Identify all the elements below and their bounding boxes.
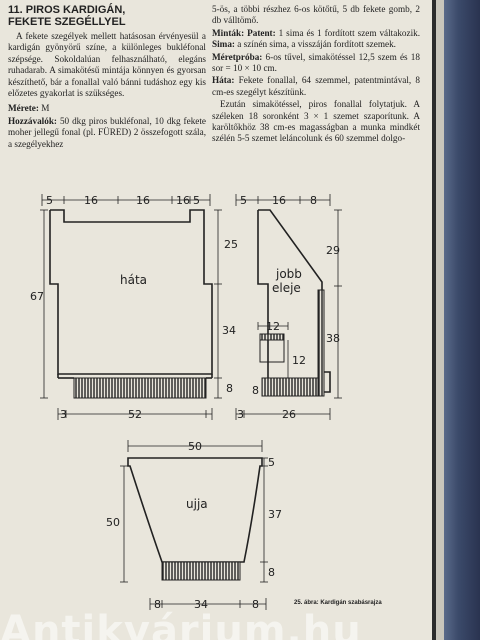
front-outline	[257, 209, 331, 393]
front-rib-band	[261, 377, 319, 397]
svg-text:34: 34	[222, 324, 236, 337]
sima-value: a színén sima, a visszáján fordított sze…	[237, 39, 396, 50]
gauge-value: 6-os tűvel, simakötéssel 12,5 szem és 18…	[212, 51, 420, 74]
left-column: 11. PIROS KARDIGÁN, FEKETE SZEGÉLLYEL A …	[8, 4, 206, 151]
svg-text:8: 8	[310, 194, 317, 207]
svg-text:25: 25	[224, 238, 238, 251]
book-cover-edge	[444, 0, 480, 640]
sleeve-label: ujja	[186, 497, 208, 511]
right-column: 5-ös, a többi részhez 6-os kötőtű, 5 db …	[212, 4, 420, 146]
back-paragraph-2: Ezután simakötéssel, piros fonallal foly…	[212, 99, 420, 144]
front-side-rib	[317, 289, 325, 397]
back-outline	[49, 209, 213, 375]
sleeve-side-dimensions: 5 37 8	[260, 456, 282, 583]
svg-text:5: 5	[46, 194, 53, 207]
svg-text:12: 12	[292, 354, 306, 367]
pattern-diagram: háta 5 16 16 16 5 67	[30, 194, 382, 611]
svg-text:16: 16	[84, 194, 98, 207]
magazine-page: 11. PIROS KARDIGÁN, FEKETE SZEGÉLLYEL A …	[0, 0, 432, 640]
size-label: Mérete:	[8, 103, 39, 114]
svg-text:3: 3	[237, 408, 244, 421]
front-label-jobb: jobb	[275, 267, 302, 281]
gauge-label: Méretpróba:	[212, 51, 263, 62]
back-paragraph: Háta: Fekete fonallal, 64 szemmel, paten…	[212, 75, 420, 98]
patent-label: Patent:	[247, 27, 276, 38]
svg-text:34: 34	[194, 598, 208, 611]
sleeve-bottom-dimension: 8 34 8	[149, 598, 267, 611]
svg-text:67: 67	[30, 290, 44, 303]
svg-text:8: 8	[252, 384, 259, 397]
front-piece: jobb eleje 5 16 8 12 12	[235, 194, 342, 421]
sleeve-piece: ujja 50 50 5 37 8	[106, 440, 282, 611]
back-value: Fekete fonallal, 64 szemmel, patentmintá…	[212, 75, 420, 97]
pattern-patent: Minták: Patent: 1 sima és 1 fordított sz…	[212, 28, 420, 51]
back-side-dimensions: 25 34 8	[214, 209, 238, 399]
materials-value: 50 dkg piros bukléfonal, 10 dkg fekete m…	[8, 115, 206, 149]
svg-text:8: 8	[226, 382, 233, 395]
patent-value: 1 sima és 1 fordított szem váltakozik.	[278, 27, 421, 38]
size-line: Mérete: M	[8, 103, 206, 114]
back-rib-band	[73, 377, 207, 399]
sima-label: Sima:	[212, 39, 235, 50]
svg-text:3: 3	[60, 408, 67, 421]
pattern-label: Minták:	[212, 27, 245, 38]
size-value: M	[41, 103, 50, 114]
back-height-dimension: 67	[30, 209, 48, 399]
svg-text:12: 12	[266, 320, 280, 333]
page-edge	[436, 0, 444, 640]
materials-label: Hozzávalók:	[8, 115, 57, 126]
front-side-dimensions: 29 38 8	[252, 209, 342, 399]
front-bottom-dimension: 3 26	[235, 408, 331, 421]
front-pocket-rib	[259, 333, 285, 341]
intro-paragraph: A fekete szegélyek mellett hatásosan érv…	[8, 31, 206, 99]
back-piece: háta 5 16 16 16 5 67	[30, 194, 238, 421]
sleeve-rib-band	[161, 561, 241, 581]
watermark-text: Antikvárium.hu	[0, 608, 362, 640]
svg-text:52: 52	[128, 408, 142, 421]
back-label: Háta:	[212, 75, 235, 86]
sleeve-top-dimension: 50	[127, 440, 263, 453]
svg-text:16: 16	[136, 194, 150, 207]
gauge-paragraph: Méretpróba: 6-os tűvel, simakötéssel 12,…	[212, 52, 420, 75]
svg-text:5: 5	[268, 456, 275, 469]
svg-text:37: 37	[268, 508, 282, 521]
svg-text:5: 5	[240, 194, 247, 207]
materials-paragraph: Hozzávalók: 50 dkg piros bukléfonal, 10 …	[8, 116, 206, 150]
back-top-dimension: 5 16 16 16 5	[41, 194, 211, 207]
materials-continued: 5-ös, a többi részhez 6-os kötőtű, 5 db …	[212, 4, 420, 26]
front-label-eleje: eleje	[272, 281, 301, 295]
figure-caption: 25. ábra: Kardigán szabásrajza	[294, 600, 382, 606]
svg-text:26: 26	[282, 408, 296, 421]
svg-text:5: 5	[193, 194, 200, 207]
front-top-dimension: 5 16 8	[235, 194, 331, 207]
svg-text:8: 8	[154, 598, 161, 611]
watermark: Antikvárium.hu	[0, 600, 480, 640]
svg-text:50: 50	[188, 440, 202, 453]
back-bottom-dimension: 3 52	[57, 408, 213, 421]
back-label: háta	[120, 273, 147, 287]
svg-text:16: 16	[272, 194, 286, 207]
svg-text:38: 38	[326, 332, 340, 345]
svg-text:16: 16	[176, 194, 190, 207]
svg-text:29: 29	[326, 244, 340, 257]
sleeve-height-dimension: 50	[106, 465, 128, 583]
svg-text:8: 8	[252, 598, 259, 611]
article-title: 11. PIROS KARDIGÁN, FEKETE SZEGÉLLYEL	[8, 4, 126, 28]
svg-text:8: 8	[268, 566, 275, 579]
svg-text:50: 50	[106, 516, 120, 529]
front-pocket-dimensions: 12 12	[257, 320, 306, 379]
